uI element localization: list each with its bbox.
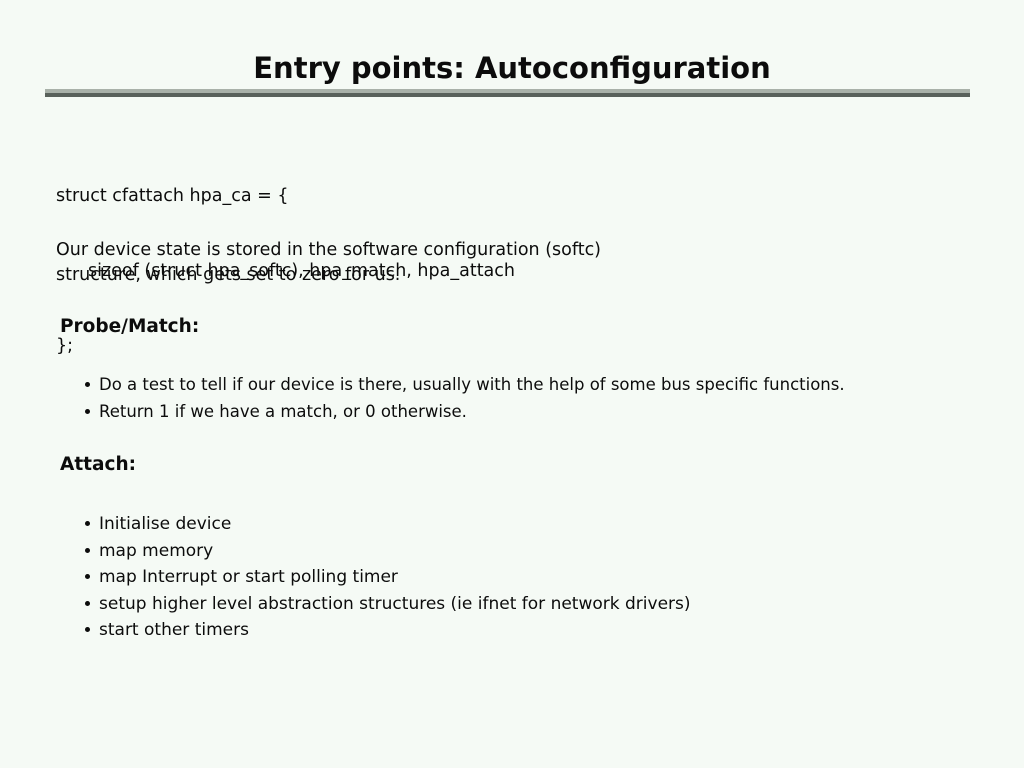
code-line: };	[56, 336, 74, 356]
bullet-icon	[85, 409, 90, 414]
code-line: sizeof (struct hpa_softc), hpa_match, hp…	[88, 261, 515, 281]
bullet-icon	[85, 547, 90, 553]
bullet-item: start other timers	[85, 617, 691, 644]
bullet-text: Initialise device	[99, 514, 232, 534]
bullet-icon	[85, 382, 90, 387]
bullet-item: setup higher level abstraction structure…	[85, 591, 691, 618]
bullet-icon	[85, 574, 90, 579]
bullet-text: map Interrupt or start polling timer	[99, 567, 398, 587]
bullet-icon	[85, 627, 90, 632]
bullet-text: map memory	[99, 540, 214, 561]
bullet-text: Return 1 if we have a match, or 0 otherw…	[99, 402, 467, 421]
intro-paragraph: Our device state is stored in the softwa…	[56, 238, 601, 288]
code-line: struct cfattach hpa_ca = {	[56, 186, 289, 206]
bullet-item: Do a test to tell if our device is there…	[85, 371, 845, 398]
title-divider	[45, 89, 970, 97]
bullet-item: map memory	[85, 538, 691, 565]
bullet-text: start other timers	[99, 620, 249, 640]
bullet-text: setup higher level abstraction structure…	[99, 593, 691, 614]
bullet-item: Initialise device	[85, 511, 691, 538]
probe-match-bullet-list: Do a test to tell if our device is there…	[85, 371, 845, 425]
bullet-text: Do a test to tell if our device is there…	[99, 375, 845, 394]
attach-bullet-list: Initialise device map memory map Interru…	[85, 511, 691, 644]
intro-line: structure, which gets set to zero for us…	[56, 265, 401, 285]
intro-line: Our device state is stored in the softwa…	[56, 240, 602, 260]
slide-title: Entry points: Autoconfiguration	[253, 51, 771, 85]
title-divider-highlight	[45, 89, 970, 93]
bullet-item: map Interrupt or start polling timer	[85, 564, 691, 591]
bullet-icon	[85, 600, 90, 606]
title-divider-shadow	[45, 93, 970, 97]
section-heading-probe-match: Probe/Match:	[60, 316, 200, 337]
code-block: struct cfattach hpa_ca = { sizeof (struc…	[56, 134, 515, 409]
bullet-item: Return 1 if we have a match, or 0 otherw…	[85, 398, 845, 425]
section-heading-attach: Attach:	[60, 454, 137, 475]
bullet-icon	[85, 521, 90, 526]
